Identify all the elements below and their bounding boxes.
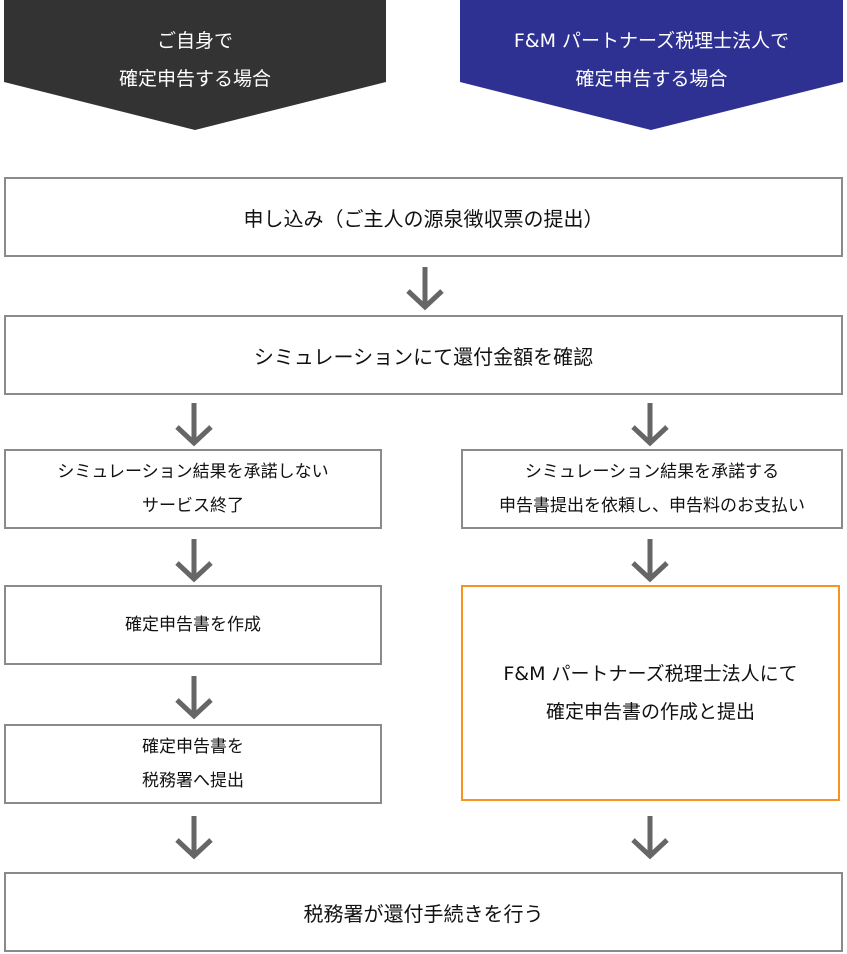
step-submit-line2: 税務署へ提出 [142, 771, 244, 791]
step-submit-line1: 確定申告書を [142, 737, 244, 757]
step-refund: 税務署が還付手続きを行う [4, 872, 843, 952]
step-apply: 申し込み（ご主人の源泉徴収票の提出） [4, 177, 843, 257]
header-firm-filing: F&M パートナーズ税理士法人で確定申告する場合 [460, 0, 843, 130]
step-accept: シミュレーション結果を承諾する申告書提出を依頼し、申告料のお支払い [461, 449, 843, 529]
step-apply-text: 申し込み（ご主人の源泉徴収票の提出） [243, 206, 604, 231]
step-decline: シミュレーション結果を承諾しないサービス終了 [4, 449, 382, 529]
step-accept-line2: 申告書提出を依頼し、申告料のお支払い [499, 496, 805, 516]
down-arrow-icon [175, 676, 213, 720]
step-accept-line1: シミュレーション結果を承諾する [524, 462, 780, 482]
down-arrow-icon [175, 816, 213, 860]
down-arrow-icon [175, 403, 213, 447]
down-arrow-icon [406, 267, 444, 311]
header-self-filing: ご自身で確定申告する場合 [4, 0, 386, 130]
down-arrow-icon [631, 403, 669, 447]
step-simulation-text: シミュレーションにて還付金額を確認 [253, 344, 594, 369]
step-decline-line1: シミュレーション結果を承諾しない [57, 462, 329, 482]
step-refund-text: 税務署が還付手続きを行う [303, 901, 544, 926]
step-create-return: 確定申告書を作成 [4, 585, 382, 665]
header-self-line1: ご自身で [156, 30, 233, 52]
header-arrow-shape [460, 0, 843, 130]
header-firm-line2: 確定申告する場合 [575, 68, 728, 90]
header-arrow-shape [4, 0, 386, 130]
step-submit: 確定申告書を税務署へ提出 [4, 724, 382, 804]
step-firm-process: F&M パートナーズ税理士法人にて確定申告書の作成と提出 [461, 585, 840, 801]
header-firm-line1: F&M パートナーズ税理士法人で [513, 30, 790, 52]
step-decline-line2: サービス終了 [142, 496, 244, 516]
down-arrow-icon [631, 816, 669, 860]
step-firm-line1: F&M パートナーズ税理士法人にて [503, 663, 798, 685]
step-firm-line2: 確定申告書の作成と提出 [545, 701, 755, 723]
step-simulation: シミュレーションにて還付金額を確認 [4, 315, 843, 395]
down-arrow-icon [631, 539, 669, 583]
header-self-line2: 確定申告する場合 [118, 68, 271, 90]
down-arrow-icon [175, 539, 213, 583]
step-create-text: 確定申告書を作成 [125, 615, 261, 635]
